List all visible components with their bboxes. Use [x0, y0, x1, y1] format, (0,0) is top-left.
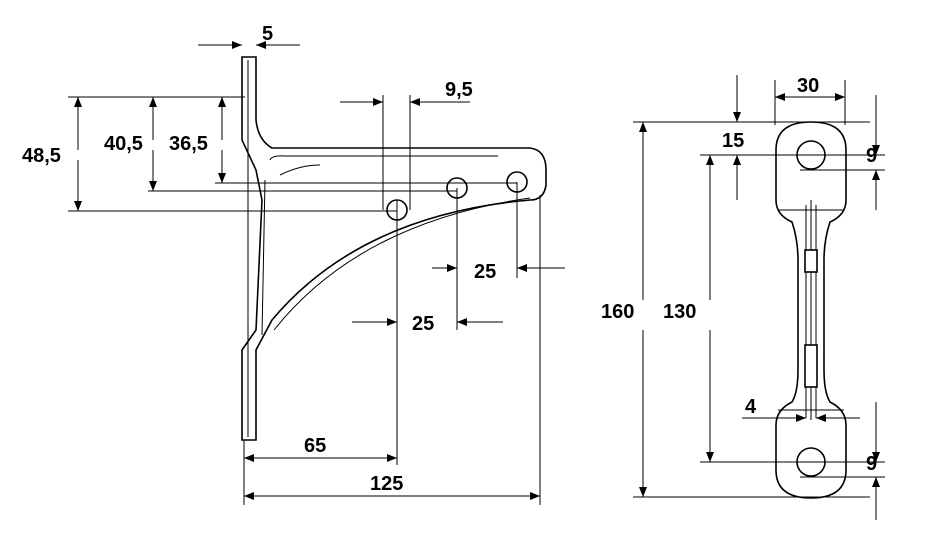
dim-eye-offset: 15: [722, 130, 744, 152]
dim-first-hole: 65: [304, 435, 326, 457]
dim-height-mid: 40,5: [104, 133, 143, 155]
bracket-dimensions: 5 9,5 48,5 40,5 36,5 25 25 65: [22, 23, 565, 505]
dim-pitch-top: 25: [474, 261, 496, 283]
strap-dimensions: 30 160 130 15 9 9 4: [601, 75, 885, 520]
dim-hole-distance: 130: [663, 301, 696, 323]
dim-total-length: 160: [601, 301, 634, 323]
dim-thickness: 5: [262, 23, 273, 45]
dim-hole-offset: 9,5: [445, 79, 473, 101]
dim-strap-thickness: 4: [745, 396, 757, 418]
dim-strap-width: 30: [797, 75, 819, 97]
dim-length: 125: [370, 473, 403, 495]
dim-height-inner: 36,5: [169, 133, 208, 155]
dim-eye-top: 9: [866, 145, 877, 167]
strap-drawing: [775, 121, 847, 499]
dim-height-outer: 48,5: [22, 145, 61, 167]
bracket-drawing: [241, 56, 547, 441]
dim-eye-bottom: 9: [866, 453, 877, 475]
dim-pitch-bottom: 25: [412, 313, 434, 335]
